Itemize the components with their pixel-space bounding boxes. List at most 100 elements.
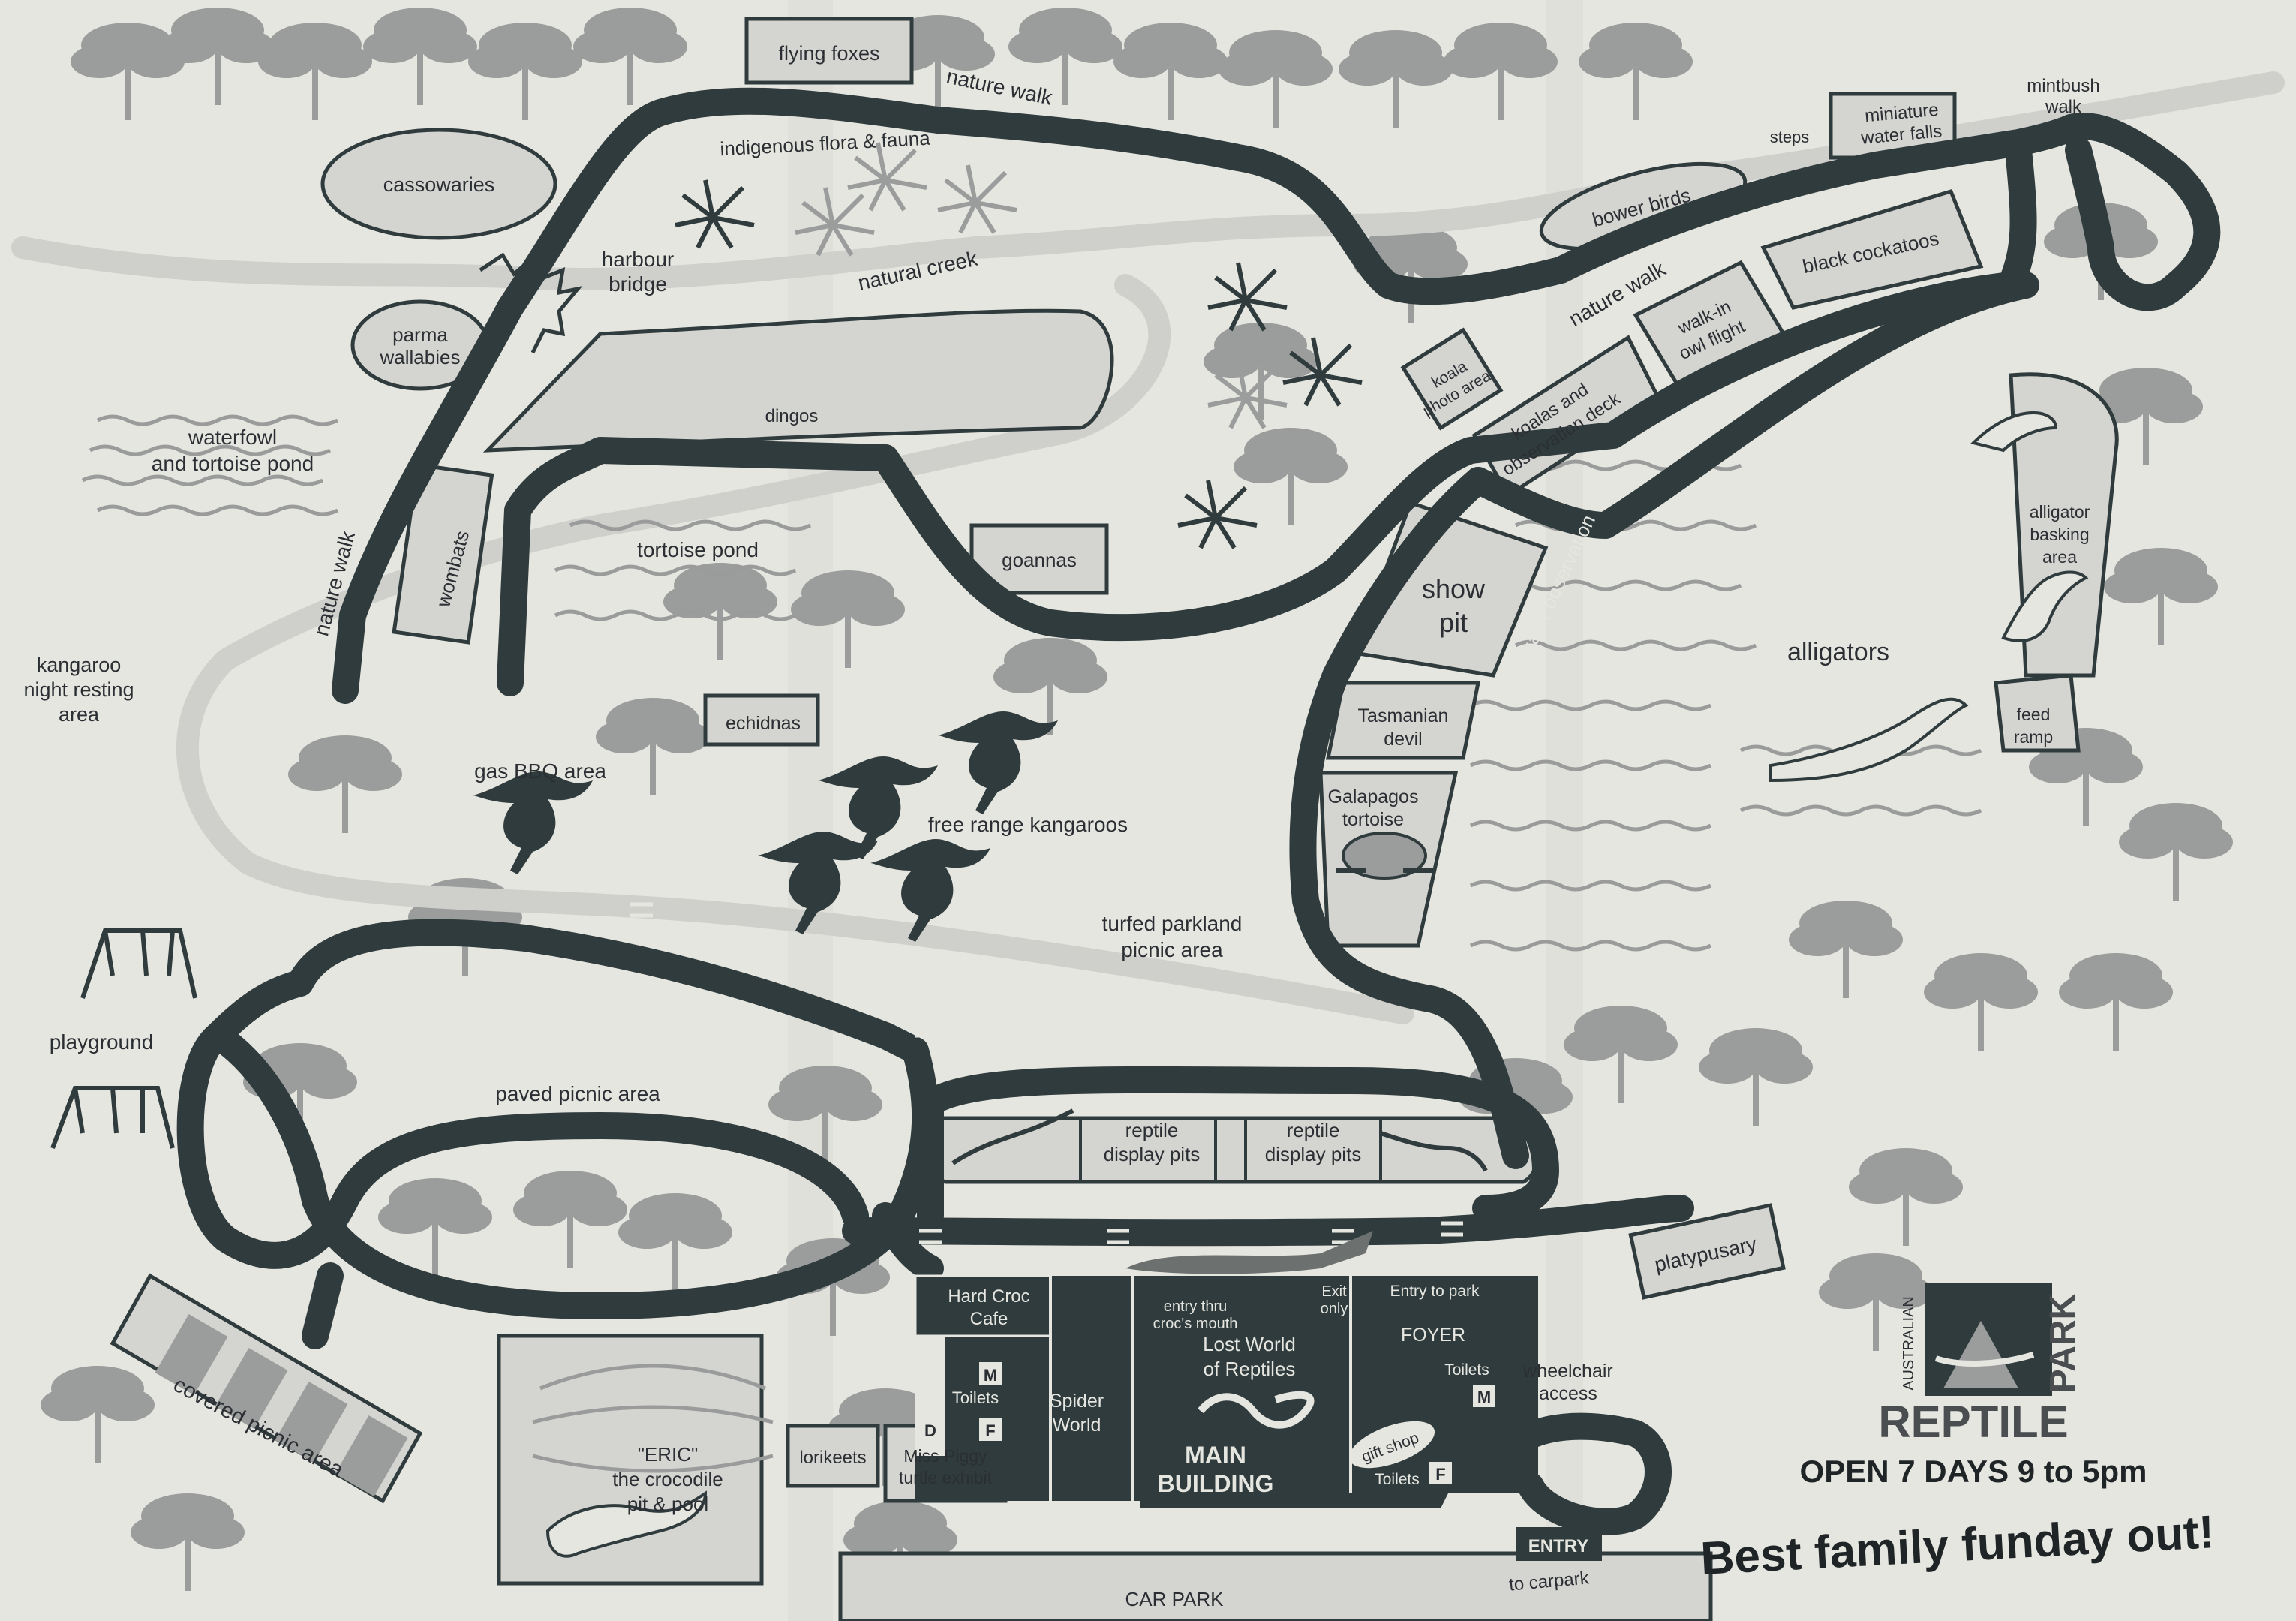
alligators-label: alligators	[1787, 638, 1889, 666]
kangaroo-night-label: area	[59, 703, 100, 726]
entry-thru-label: croc's mouth	[1153, 1316, 1238, 1332]
toilet-m2-label: M	[1477, 1388, 1491, 1406]
galapagos-label: tortoise	[1342, 809, 1404, 830]
gift-shop-badge[interactable]	[1343, 1412, 1441, 1478]
wheelchair-access-label: wheelchair	[1522, 1361, 1613, 1382]
toilet-d-label: D	[924, 1421, 936, 1440]
echidnas-enclosure[interactable]	[703, 693, 820, 747]
alligator-basking-label: basking	[2030, 525, 2089, 544]
mintbush-walk-label: walk	[2045, 97, 2082, 117]
picnic-table	[155, 1314, 228, 1395]
tasmanian-devil-label: Tasmanian	[1358, 705, 1449, 726]
cassowaries-enclosure[interactable]	[320, 128, 557, 240]
reptile-pits-label: reptile	[1287, 1119, 1340, 1141]
galapagos-label: Galapagos	[1328, 786, 1419, 807]
dingos-label: dingos	[765, 406, 819, 426]
hard-croc-cafe-label: Hard Croc	[948, 1286, 1029, 1307]
exit-only-label: Exit	[1321, 1283, 1347, 1300]
platypusary-enclosure[interactable]	[1628, 1203, 1786, 1300]
turfed-parkland-label: picnic area	[1121, 938, 1223, 961]
alligator-icon	[1970, 411, 2058, 453]
spider-world-label: World	[1053, 1415, 1101, 1436]
toilet-m2-badge	[1473, 1385, 1495, 1407]
reptile-pits-label: reptile	[1125, 1119, 1179, 1141]
logo-park-text: PARK	[2043, 1293, 2083, 1393]
exit-only-label: only	[1321, 1301, 1348, 1317]
wheelchair-access-label: access	[1539, 1383, 1597, 1404]
miss-piggy-label: Miss Piggy	[903, 1446, 987, 1466]
eric-pool	[532, 1364, 774, 1473]
show-pit-label: pit	[1439, 607, 1468, 638]
kangaroo-icon	[870, 838, 990, 942]
feed-ramp-label: feed	[2017, 705, 2051, 724]
free-range-kangaroos-label: free range kangaroos	[928, 813, 1128, 836]
mintbush-walk-label: mintbush	[2027, 76, 2099, 96]
car-park-label: CAR PARK	[1125, 1588, 1225, 1610]
lost-world-label: of Reptiles	[1204, 1358, 1296, 1380]
lorikeets-label: lorikeets	[799, 1448, 866, 1468]
feed-ramp-enclosure[interactable]	[1994, 673, 2081, 753]
lizard-icon	[951, 1108, 1074, 1165]
koala-photo-enclosure[interactable]	[1400, 327, 1504, 431]
main-building-label: MAIN	[1185, 1442, 1246, 1469]
paved-picnic-label: paved picnic area	[495, 1082, 660, 1105]
toilets-label-2: Toilets	[1444, 1361, 1489, 1379]
kangaroo-track	[176, 274, 1414, 1024]
harbour-bridge-label: harbour	[602, 248, 675, 271]
tortoise-icon	[1336, 832, 1433, 880]
goannas-label: goannas	[1002, 549, 1077, 571]
miss-piggy-label: turtle exhibit	[899, 1468, 993, 1487]
lost-world-label: Lost World	[1203, 1333, 1296, 1355]
flying-foxes-enclosure[interactable]	[744, 17, 914, 85]
wombats-enclosure[interactable]	[392, 462, 494, 645]
logo-australian-text: AUSTRALIAN	[1901, 1296, 1917, 1391]
opening-hours-text: OPEN 7 DAYS 9 to 5pm	[1800, 1454, 2147, 1489]
natural-creek	[11, 71, 2285, 290]
parma-wallabies-label: parma	[392, 323, 448, 346]
car-park-area[interactable]	[838, 1551, 1713, 1621]
parma-wallabies-label: wallabies	[380, 346, 461, 368]
main-building-label: BUILDING	[1158, 1470, 1274, 1497]
waterfowl-pond	[60, 368, 375, 563]
black-cockatoos-enclosure[interactable]	[1760, 188, 1984, 310]
picnic-table	[215, 1348, 288, 1429]
harbour-bridge-icon	[479, 251, 583, 354]
eric-label: the crocodile	[612, 1468, 723, 1490]
tasmanian-devil-label: devil	[1384, 729, 1422, 750]
show-pit-label: show	[1422, 573, 1486, 604]
kangaroo-icon	[938, 711, 1058, 814]
dingos-enclosure[interactable]	[482, 308, 1114, 453]
palm-plant-icon	[675, 179, 1363, 549]
harbour-bridge-label: bridge	[609, 272, 667, 296]
croc-mouth-entrance	[1125, 1231, 1373, 1274]
picnic-table	[335, 1415, 408, 1496]
toilet-m-label: M	[984, 1366, 997, 1385]
tasmanian-devil-enclosure[interactable]	[1325, 681, 1481, 760]
foyer-label: FOYER	[1401, 1325, 1465, 1346]
feed-ramp-label: ramp	[2014, 727, 2053, 747]
hard-croc-cafe-label: Cafe	[970, 1309, 1008, 1329]
kangaroo-night-label: night resting	[23, 678, 134, 701]
toilet-m-badge	[979, 1362, 1002, 1385]
tortoise-pond-label: tortoise pond	[637, 538, 759, 561]
palm-plant-icon	[795, 142, 1288, 429]
toilet-f2-label: F	[1435, 1465, 1445, 1484]
alligator-icon	[1769, 697, 1969, 783]
entry-label: ENTRY	[1528, 1536, 1588, 1556]
toilet-f2-badge	[1429, 1462, 1452, 1484]
reptile-pits-label: display pits	[1265, 1143, 1362, 1165]
eric-label: "ERIC"	[638, 1443, 699, 1466]
playground-label: playground	[50, 1030, 154, 1054]
alligator-icon	[2001, 570, 2089, 642]
lorikeets-enclosure[interactable]	[786, 1424, 880, 1488]
crocodile-icon	[545, 1490, 708, 1558]
picnic-table	[275, 1382, 348, 1463]
crossings	[630, 891, 1463, 1244]
toilets-label-3: Toilets	[1375, 1471, 1420, 1488]
waterfowl-pond-label: and tortoise pond	[152, 452, 314, 475]
entry-thru-label: entry thru	[1164, 1298, 1227, 1315]
eric-label: pit & pool	[627, 1493, 708, 1515]
steps-label: steps	[1770, 128, 1810, 146]
swing-set-icon	[50, 928, 197, 1150]
